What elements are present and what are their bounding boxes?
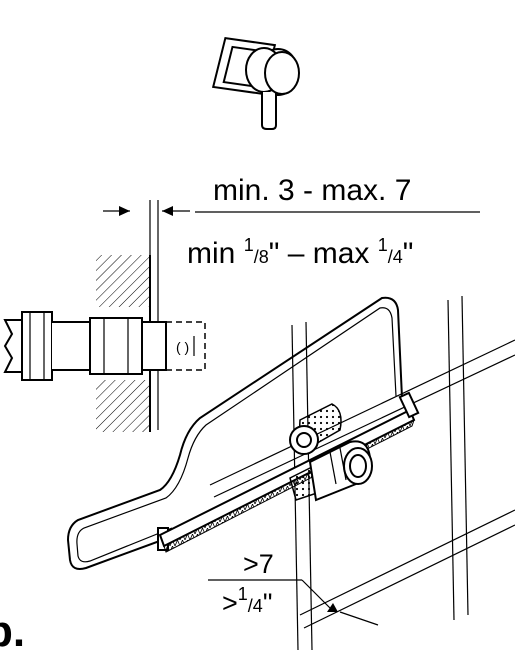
handle-rosette-icon	[211, 37, 300, 130]
saw-clearance-metric-label: >7	[243, 549, 274, 579]
wall-depth-dimension	[103, 200, 480, 430]
valve-body-icon	[289, 403, 373, 502]
step-marker: b.	[0, 607, 25, 652]
saw-clearance-dimension	[208, 579, 379, 626]
imperial-range-label: min 1/8" – max 1/4"	[187, 235, 413, 270]
metric-range-label: min. 3 - max. 7	[213, 174, 411, 207]
saw-clearance-imperial-label: >1/4"	[222, 584, 272, 618]
svg-text:( ): ( )	[176, 339, 189, 355]
pipe-fitting: ( )	[3, 311, 206, 381]
